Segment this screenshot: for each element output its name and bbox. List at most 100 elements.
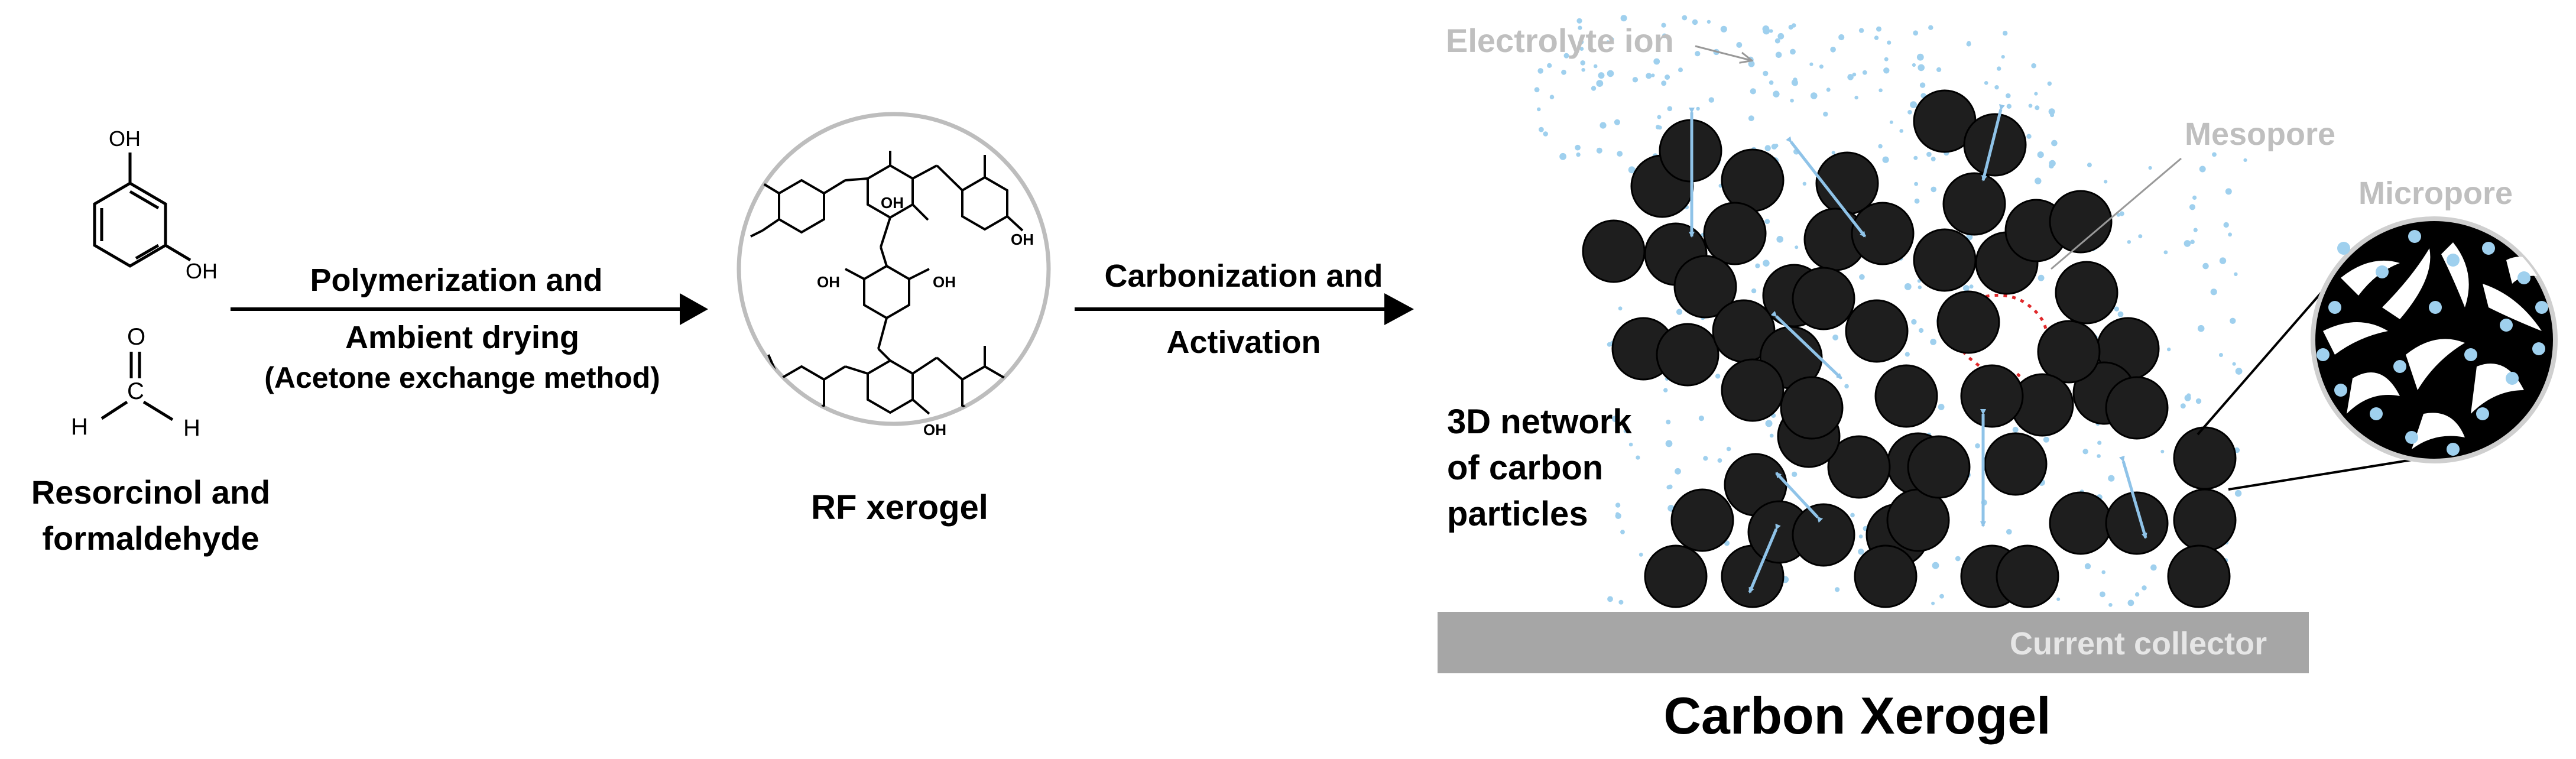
micropore-ion [2535,301,2548,314]
rf-oh-label-4: OH [1011,231,1034,248]
ion-dot [1618,306,1623,311]
mesopore-leader [2051,157,2182,270]
ion-dot [1600,122,1607,129]
ion-dot [2202,262,2209,270]
ion-dot [1580,60,1585,66]
ion-dot [2108,475,2115,482]
micropore-ion [2532,342,2545,355]
ion-dot [1912,63,1916,67]
ion-dot [2049,163,2054,168]
ion-dot [1769,433,1774,438]
ion-dot [1576,18,1582,24]
ion-dot [1795,245,1799,249]
ion-dot [1606,40,1610,44]
ion-dot [1844,384,1849,389]
carbon-particle [1845,299,1909,363]
rf-oh-label-2: OH [817,273,840,291]
mesopore-label: Mesopore [2185,116,2336,152]
ion-dot [2210,288,2217,296]
arrow1-line1: Polymerization and [310,262,603,298]
ion-dot [1657,115,1662,119]
ion-dot [2108,603,2113,607]
ion-dot [2117,311,2124,317]
ion-dot [2230,317,2236,324]
ion-dot [2197,325,2205,332]
formaldehyde-structure [100,352,174,421]
ion-dot [1858,28,1864,33]
ion-dot [1618,599,1624,605]
ion-dot [1919,82,1926,88]
electrolyte-ion-label: Electrolyte ion [1446,22,1674,59]
rf-oh-label-3: OH [933,273,956,291]
ion-dot [1975,443,1980,449]
micropore-label: Micropore [2358,176,2513,211]
network-label-line3: particles [1447,495,1588,533]
oxygen-atom-label: O [127,324,146,350]
ion-dot [1596,147,1602,154]
hydrogen-left-label: H [71,414,88,440]
ion-dot [1769,29,1773,33]
ion-dot [1578,25,1582,30]
ion-dot [1994,85,1999,90]
ion-dot [1591,86,1597,91]
mesopore-outline [1959,293,2062,385]
ion-dot [1559,153,1567,160]
ion-dot [2199,166,2206,173]
ion-dot [1763,260,1770,267]
ion-dot [2190,239,2195,245]
ion-dot [2043,436,2049,443]
ion-dot [1911,319,1917,325]
ion-dot [1852,72,1857,77]
ion-dot [2138,234,2143,239]
ion-dot [1607,596,1613,602]
carbon-particle [1854,544,1918,608]
ion-dot [1810,92,1818,99]
ion-dot [1534,87,1540,93]
ion-dot [1636,455,1640,460]
network-label-line1: 3D network [1447,403,1632,441]
micropore-ion [2393,360,2406,373]
ion-dot [1931,186,1936,193]
current-collector [1438,612,2309,673]
ion-dot [1598,72,1605,79]
ion-dot [1620,15,1627,22]
micropore-ion [2408,230,2421,243]
micropore-ion [2517,271,2530,284]
ion-dot [2134,592,2140,597]
ion-dot [1790,98,1794,103]
carbon-particle [2105,491,2169,555]
ion-dot [1763,70,1769,76]
ion-dot [1931,157,1936,161]
ion-dot [2163,250,2168,255]
ion-dot [1632,77,1639,83]
ion-dot [2189,204,2196,210]
ion-dot [2218,353,2223,357]
ion-dot [1750,88,1756,95]
ion-dot [2219,257,2227,264]
arrow-carbonization [1075,293,1414,325]
carbon-particle [2055,261,2118,325]
ion-flow-arrow [1770,310,1842,380]
ion-dot [1907,110,1912,115]
ion-dot [1769,80,1774,85]
ion-dot [2127,240,2131,244]
ion-dot [1755,263,1760,268]
ion-dot [1607,70,1614,77]
ion-dot [1774,144,1779,148]
ion-dot [1748,115,1754,122]
carbon-particle [2049,491,2113,555]
micropore-ion [2317,348,2330,361]
ion-dot [2097,454,2101,458]
ion-dot [1614,119,1620,125]
ion-dot [2184,240,2191,247]
ion-dot [1563,53,1569,59]
carbon-particle [2037,320,2101,384]
ion-dot [1776,236,1783,243]
electrolyte-ion-leader [1695,45,1751,60]
micropore-ion [2328,301,2341,314]
ion-dot [2148,166,2152,170]
ion-dot [1646,73,1652,79]
ion-dot [1874,35,1879,40]
ion-dot [1847,74,1854,80]
ion-dot [2097,440,2102,445]
